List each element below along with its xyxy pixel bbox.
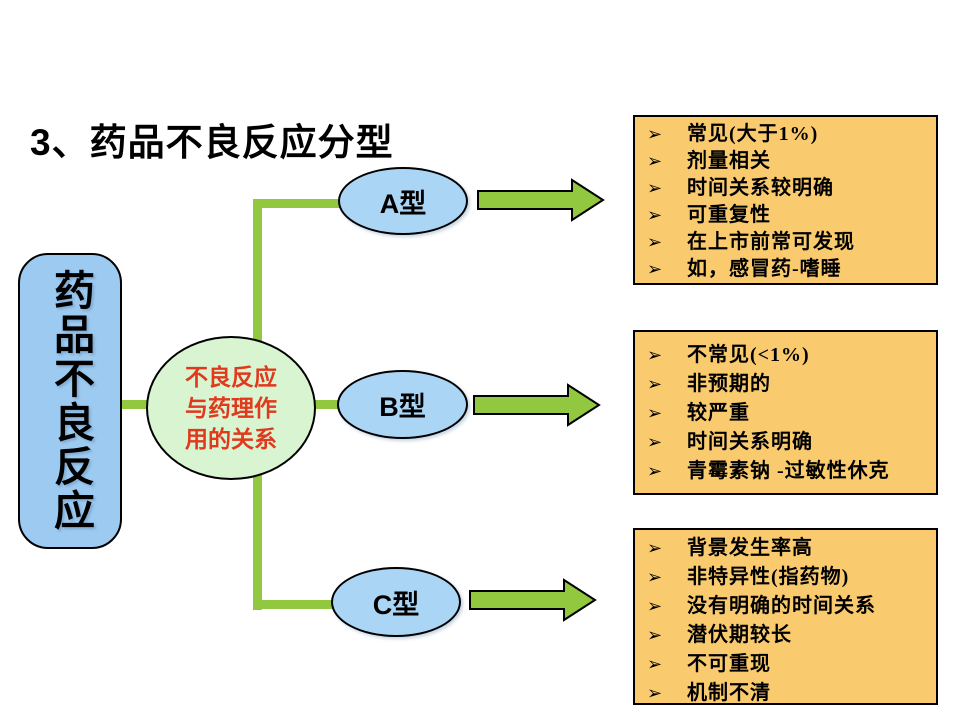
relation-node-label: 不良反应 与药理作 用的关系 xyxy=(185,364,277,452)
arrow-bullet-icon: ➢ xyxy=(647,461,663,482)
list-item: ➢不可重现 xyxy=(647,650,930,679)
list-item: ➢时间关系明确 xyxy=(647,428,930,457)
type-c-ellipse: C型 xyxy=(331,567,461,637)
arrow-a-icon xyxy=(477,178,605,222)
arrow-bullet-icon: ➢ xyxy=(647,259,663,280)
type-b-detail-box: ➢不常见(<1%) ➢非预期的 ➢较严重 ➢时间关系明确 ➢青霉素钠 -过敏性休… xyxy=(633,330,938,495)
list-item: ➢可重复性 xyxy=(647,202,930,229)
arrow-bullet-icon: ➢ xyxy=(647,625,663,646)
arrow-bullet-icon: ➢ xyxy=(647,178,663,199)
list-item: ➢剂量相关 xyxy=(647,148,930,175)
arrow-bullet-icon: ➢ xyxy=(647,654,663,675)
list-item: ➢如，感冒药-嗜睡 xyxy=(647,256,930,283)
list-item: ➢背景发生率高 xyxy=(647,534,930,563)
list-item: ➢没有明确的时间关系 xyxy=(647,592,930,621)
list-item: ➢潜伏期较长 xyxy=(647,621,930,650)
arrow-bullet-icon: ➢ xyxy=(647,205,663,226)
type-a-detail-box: ➢常见(大于1%) ➢剂量相关 ➢时间关系较明确 ➢可重复性 ➢在上市前常可发现… xyxy=(633,115,938,285)
arrow-bullet-icon: ➢ xyxy=(647,151,663,172)
root-node-adverse-drug-reaction: 药品不良反应 xyxy=(18,253,122,549)
connector-to-type-c xyxy=(253,600,337,609)
arrow-bullet-icon: ➢ xyxy=(647,596,663,617)
list-item: ➢非特异性(指药物) xyxy=(647,563,930,592)
arrow-bullet-icon: ➢ xyxy=(647,232,663,253)
type-a-ellipse: A型 xyxy=(338,167,468,235)
arrow-bullet-icon: ➢ xyxy=(647,683,663,704)
type-b-ellipse: B型 xyxy=(337,370,468,439)
type-c-detail-box: ➢背景发生率高 ➢非特异性(指药物) ➢没有明确的时间关系 ➢潜伏期较长 ➢不可… xyxy=(633,528,938,705)
arrow-bullet-icon: ➢ xyxy=(647,567,663,588)
arrow-b-icon xyxy=(473,383,601,427)
type-c-label: C型 xyxy=(372,589,420,620)
connector-to-type-b xyxy=(315,400,339,409)
list-item: ➢青霉素钠 -过敏性休克 xyxy=(647,457,930,486)
list-item: ➢较严重 xyxy=(647,399,930,428)
relation-node-pharmacology: 不良反应 与药理作 用的关系 xyxy=(146,336,316,480)
root-node-label: 药品不良反应 xyxy=(47,269,94,533)
connector-root-to-relation xyxy=(122,400,150,409)
arrow-c-icon xyxy=(469,578,597,622)
list-item: ➢时间关系较明确 xyxy=(647,175,930,202)
list-item: ➢非预期的 xyxy=(647,370,930,399)
arrow-bullet-icon: ➢ xyxy=(647,432,663,453)
arrow-bullet-icon: ➢ xyxy=(647,403,663,424)
list-item: ➢在上市前常可发现 xyxy=(647,229,930,256)
arrow-bullet-icon: ➢ xyxy=(647,124,663,145)
page-title: 3、药品不良反应分型 xyxy=(30,122,394,163)
list-item: ➢不常见(<1%) xyxy=(647,341,930,370)
list-item: ➢机制不清 xyxy=(647,679,930,708)
type-a-label: A型 xyxy=(379,188,427,219)
list-item: ➢常见(大于1%) xyxy=(647,121,930,148)
type-a-list: ➢常见(大于1%) ➢剂量相关 ➢时间关系较明确 ➢可重复性 ➢在上市前常可发现… xyxy=(647,121,930,283)
type-c-list: ➢背景发生率高 ➢非特异性(指药物) ➢没有明确的时间关系 ➢潜伏期较长 ➢不可… xyxy=(647,534,930,708)
type-b-label: B型 xyxy=(379,392,426,422)
type-b-list: ➢不常见(<1%) ➢非预期的 ➢较严重 ➢时间关系明确 ➢青霉素钠 -过敏性休… xyxy=(647,341,930,486)
arrow-bullet-icon: ➢ xyxy=(647,538,663,559)
connector-to-type-a xyxy=(253,199,342,208)
arrow-bullet-icon: ➢ xyxy=(647,345,663,366)
arrow-bullet-icon: ➢ xyxy=(647,374,663,395)
